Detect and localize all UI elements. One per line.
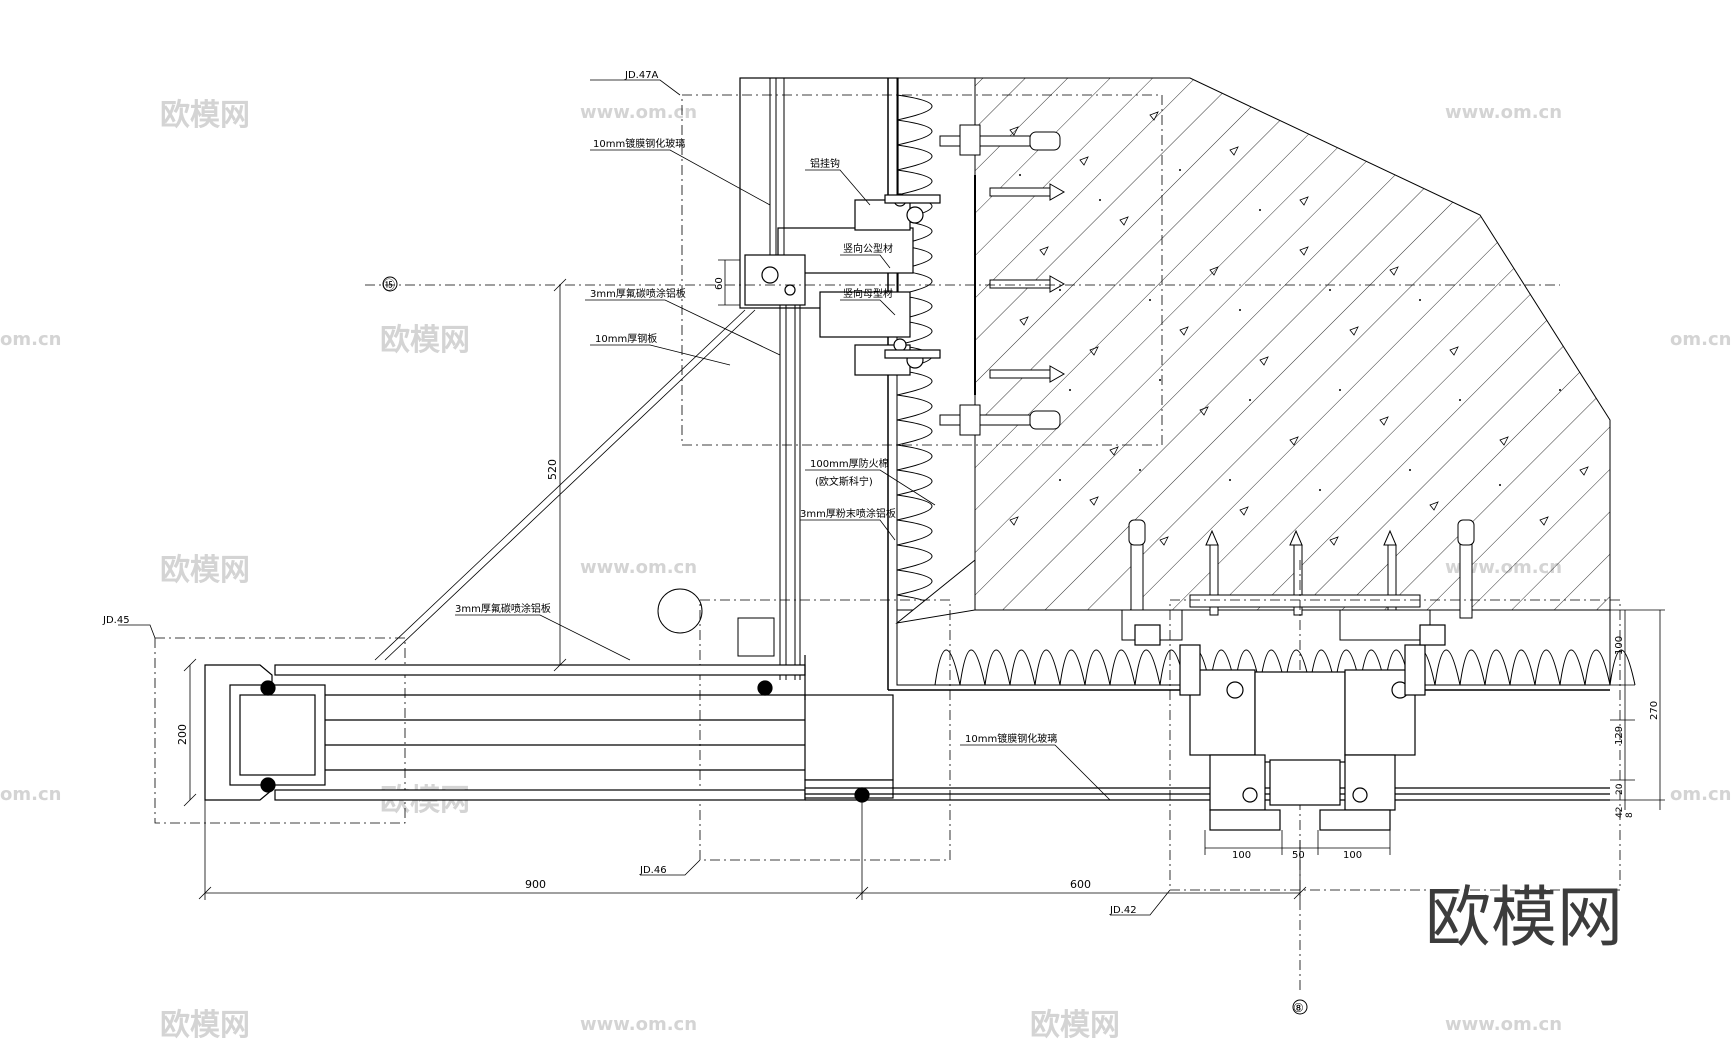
bottom-mullion-assembly — [1134, 624, 1446, 831]
brand-logo-text: 欧模网 — [1425, 879, 1623, 956]
dim-50: 50 — [1292, 850, 1305, 861]
watermark-url: om.cn — [0, 329, 61, 350]
ref-jd42: JD.42 — [1109, 905, 1137, 916]
dim-60: 60 — [714, 277, 725, 290]
watermark-url: www.om.cn — [580, 102, 697, 123]
watermark-url: www.om.cn — [1445, 1014, 1562, 1035]
dim-right-129: 129 — [1614, 726, 1625, 745]
ref-jd45: JD.45 — [102, 615, 130, 626]
axis-markers — [382, 276, 1308, 1015]
watermark-url: www.om.cn — [1445, 102, 1562, 123]
label-glass-bottom: 10mm镀膜钢化玻璃 — [965, 732, 1057, 745]
axis-8-label: ⑧ — [1293, 1001, 1304, 1015]
label-glass-top: 10mm镀膜钢化玻璃 — [593, 137, 685, 150]
watermark-url: www.om.cn — [580, 557, 697, 578]
label-steel-plate: 10mm厚钢板 — [595, 332, 657, 345]
dim-100-left: 100 — [1232, 850, 1251, 861]
label-fire-insulation-2: (欧文斯科宁) — [815, 475, 873, 488]
dim-right-8: 8 — [1625, 812, 1635, 818]
leader-lines — [118, 79, 1171, 916]
dim-right-42: 42 — [1615, 807, 1625, 818]
watermark-layer: 欧模网 欧模网 欧模网 欧模网 欧模网 欧模网 www.om.cn www.om… — [0, 98, 1731, 1043]
watermark-brand: 欧模网 — [160, 553, 250, 588]
axis-15-label: ⑮ — [383, 278, 395, 292]
ref-jd46: JD.46 — [639, 865, 667, 876]
label-al-bracket: 铝挂钩 — [810, 157, 840, 170]
watermark-brand: 欧模网 — [380, 323, 470, 358]
vertical-mullion — [737, 78, 801, 680]
anchor-bolts — [939, 124, 1475, 641]
label-powder-panel: 3mm厚粉末喷涂铝板 — [800, 507, 896, 520]
dim-100-right: 100 — [1343, 850, 1362, 861]
fire-insulation — [887, 77, 1636, 691]
concrete-structure — [974, 77, 1611, 611]
top-bracket — [739, 77, 941, 376]
dim-600: 600 — [1070, 878, 1091, 891]
watermark-url: om.cn — [1670, 329, 1731, 350]
label-vert-profile-2: 竖向母型材 — [843, 287, 893, 300]
watermark-url: om.cn — [0, 784, 61, 805]
dim-right-100: 100 — [1614, 636, 1625, 655]
watermark-brand: 欧模网 — [160, 98, 250, 133]
label-fire-insulation-1: 100mm厚防火棉 — [810, 457, 889, 470]
label-fluoro-panel-2: 3mm厚氟碳喷涂铝板 — [455, 602, 551, 615]
dim-200: 200 — [176, 724, 189, 745]
horizontal-cladding — [204, 655, 1610, 803]
dim-520: 520 — [546, 459, 559, 480]
label-vert-profile-1: 竖向公型材 — [843, 242, 893, 255]
watermark-url: om.cn — [1670, 784, 1731, 805]
ref-jd47a: JD.47A — [624, 70, 659, 81]
dimension-lines — [183, 259, 1665, 900]
watermark-url: www.om.cn — [580, 1014, 697, 1035]
label-fluoro-panel-1: 3mm厚氟碳喷涂铝板 — [590, 287, 686, 300]
dim-right-270: 270 — [1649, 701, 1660, 720]
dim-900: 900 — [525, 878, 546, 891]
dim-right-20: 20 — [1615, 783, 1625, 795]
watermark-brand: 欧模网 — [160, 1008, 250, 1043]
watermark-brand: 欧模网 — [1030, 1008, 1120, 1043]
